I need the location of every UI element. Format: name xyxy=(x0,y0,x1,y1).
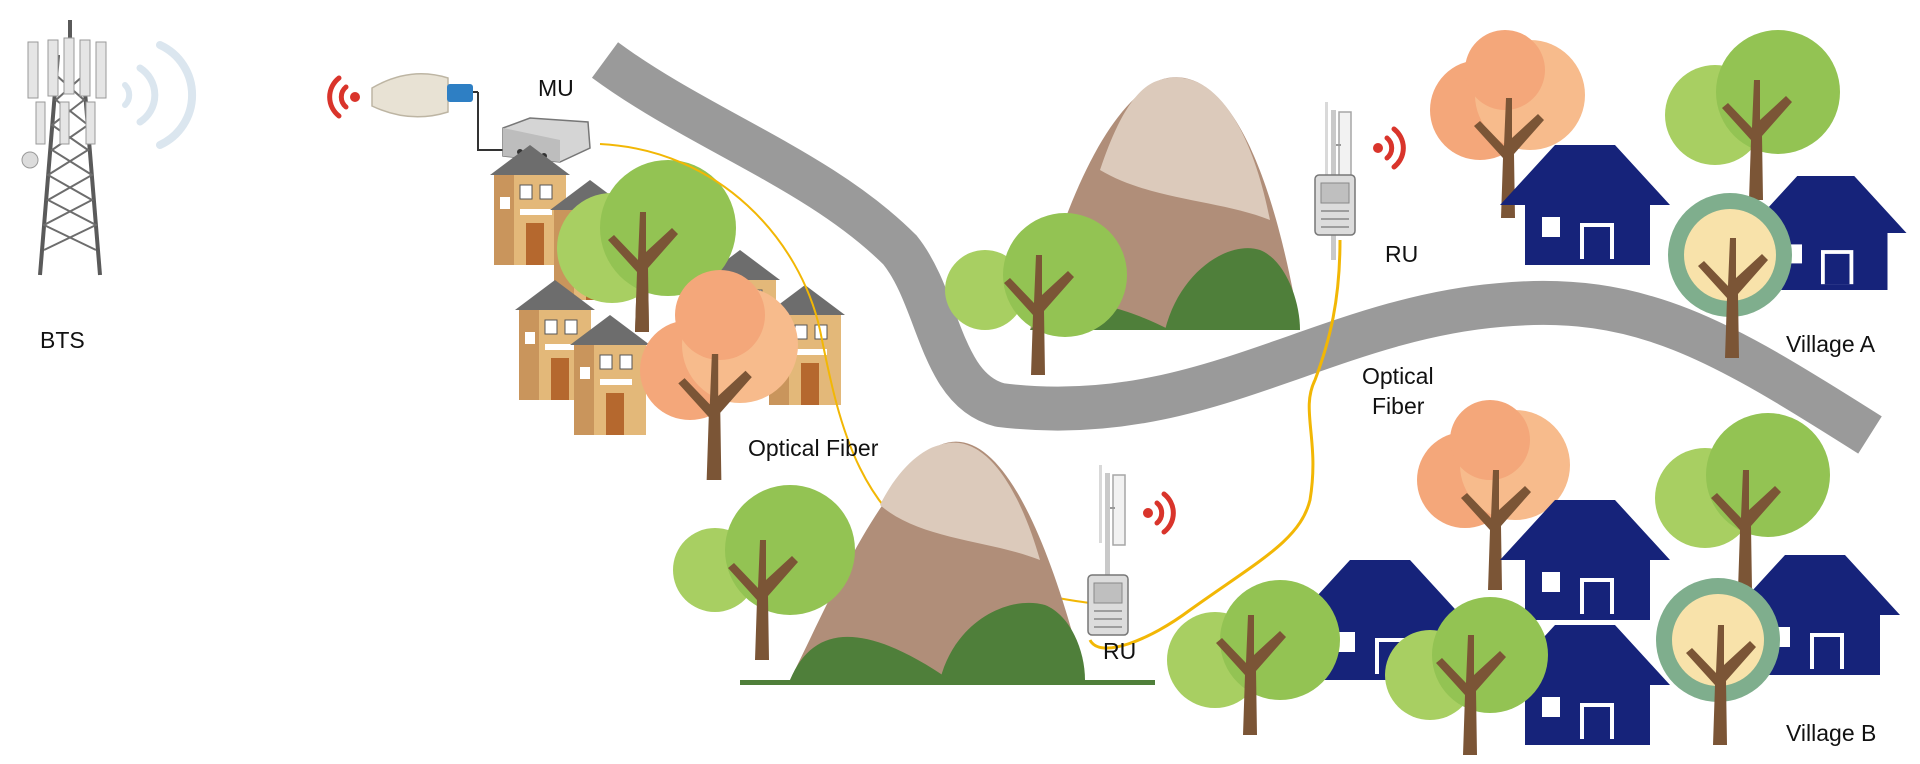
optical-fiber-label-right-line1: Optical xyxy=(1362,363,1434,389)
signal-waves-ru-upper xyxy=(1373,129,1403,167)
village-a-tree xyxy=(1665,30,1840,200)
bts-label: BTS xyxy=(40,327,85,353)
mu-label: MU xyxy=(538,75,574,101)
optical-fiber-cable-right xyxy=(1088,239,1342,650)
ru-upper-label: RU xyxy=(1385,241,1418,267)
ru-upper-unit xyxy=(1314,174,1356,236)
optical-fiber-label-left: Optical Fiber xyxy=(748,435,879,461)
village-a-tree-yellow xyxy=(1668,193,1792,358)
signal-waves-ru-lower xyxy=(1143,494,1173,532)
mountain-lower xyxy=(740,441,1155,685)
tree xyxy=(945,213,1127,375)
road xyxy=(591,42,1882,454)
village-b-tree-yellow xyxy=(1656,578,1780,745)
village-b-tree xyxy=(1385,597,1548,755)
village-b-houses xyxy=(1295,500,1900,745)
ru-lower-unit xyxy=(1087,574,1129,636)
village-b-tree xyxy=(1167,580,1340,735)
village-a-label: Village A xyxy=(1786,331,1876,357)
tree-peach xyxy=(640,270,798,480)
bts-signal-waves xyxy=(122,41,197,149)
bts-tower xyxy=(21,20,107,276)
village-b-tree xyxy=(1655,413,1830,590)
signal-waves-mu xyxy=(330,78,360,116)
ru-lower-label: RU xyxy=(1103,638,1136,664)
optical-fiber-label-right-line2: Fiber xyxy=(1372,393,1425,419)
donor-antenna xyxy=(371,73,505,151)
mu-unit xyxy=(502,117,591,163)
village-a-tree-peach xyxy=(1430,30,1585,218)
tree xyxy=(673,485,855,660)
village-b-tree-peach xyxy=(1417,400,1570,590)
tree xyxy=(557,160,736,332)
village-b-label: Village B xyxy=(1786,720,1876,746)
